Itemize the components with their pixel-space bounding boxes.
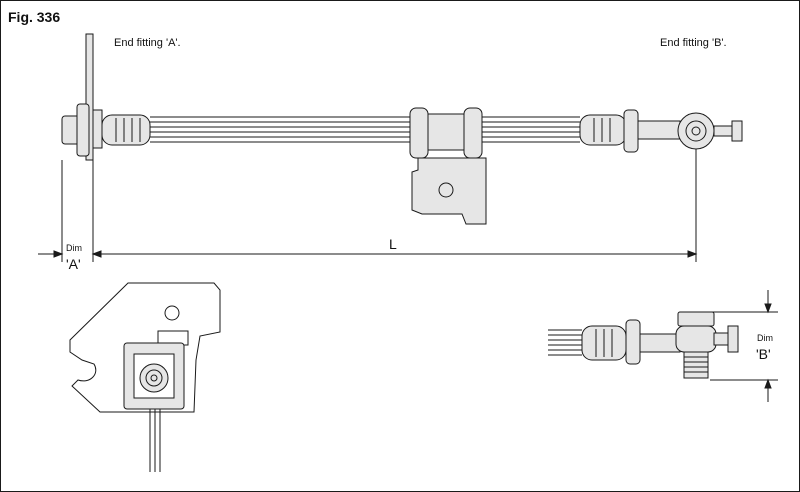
arrow-left bbox=[93, 251, 101, 257]
detail-tube bbox=[640, 334, 680, 352]
end-b-detail bbox=[548, 312, 738, 378]
detail-collar bbox=[626, 320, 640, 364]
detail-bolt-head bbox=[678, 312, 714, 326]
end-a-plate bbox=[86, 34, 93, 160]
detail-nut bbox=[140, 364, 168, 392]
bracket-detail bbox=[70, 283, 220, 472]
detail-hose bbox=[548, 330, 582, 355]
dim-b-label: 'B' bbox=[756, 346, 771, 362]
dim-b-arrow-top bbox=[765, 304, 771, 312]
figure-label: Fig. 336 bbox=[8, 9, 61, 25]
mid-grommet-right bbox=[464, 108, 482, 158]
dim-a-dimension bbox=[38, 160, 62, 262]
detail-thread bbox=[684, 352, 708, 378]
length-label: L bbox=[389, 236, 397, 252]
length-dimension bbox=[93, 149, 696, 262]
dim-a-arrow bbox=[54, 251, 62, 257]
end-fitting-b-label: End fitting 'B'. bbox=[660, 37, 727, 49]
end-b-collar bbox=[624, 110, 638, 152]
dim-b-caption: Dim bbox=[757, 333, 773, 343]
detail-banjo bbox=[676, 326, 716, 352]
ferrule-b bbox=[580, 115, 626, 145]
end-b-banjo-hole bbox=[692, 127, 700, 135]
mid-clamp bbox=[428, 114, 464, 150]
mid-bracket-hole bbox=[439, 183, 453, 197]
end-a-collar bbox=[77, 104, 89, 156]
detail-nut-ring bbox=[146, 370, 162, 386]
bracket-hole bbox=[165, 306, 179, 320]
detail-cap bbox=[728, 326, 738, 352]
hose-left bbox=[150, 117, 410, 142]
end-a-washer bbox=[93, 110, 102, 148]
end-b-banjo-ring bbox=[686, 121, 706, 141]
dim-b-arrow-bottom bbox=[765, 380, 771, 388]
main-hose-assembly bbox=[62, 34, 742, 224]
end-b-cap bbox=[732, 121, 742, 141]
mid-grommet-left bbox=[410, 108, 428, 158]
dim-a-caption: Dim bbox=[66, 243, 82, 253]
end-fitting-a-label: End fitting 'A'. bbox=[114, 37, 181, 49]
end-b-tube bbox=[638, 121, 680, 139]
ferrule-a bbox=[102, 115, 150, 145]
dim-a-label: 'A' bbox=[66, 256, 81, 272]
end-b-banjo bbox=[678, 113, 714, 149]
end-b-stub bbox=[714, 126, 732, 136]
dim-b-dimension bbox=[710, 290, 778, 402]
detail-nut-hole bbox=[151, 375, 157, 381]
mid-bracket bbox=[412, 158, 486, 224]
arrow-right bbox=[688, 251, 696, 257]
hose-right bbox=[482, 117, 580, 142]
